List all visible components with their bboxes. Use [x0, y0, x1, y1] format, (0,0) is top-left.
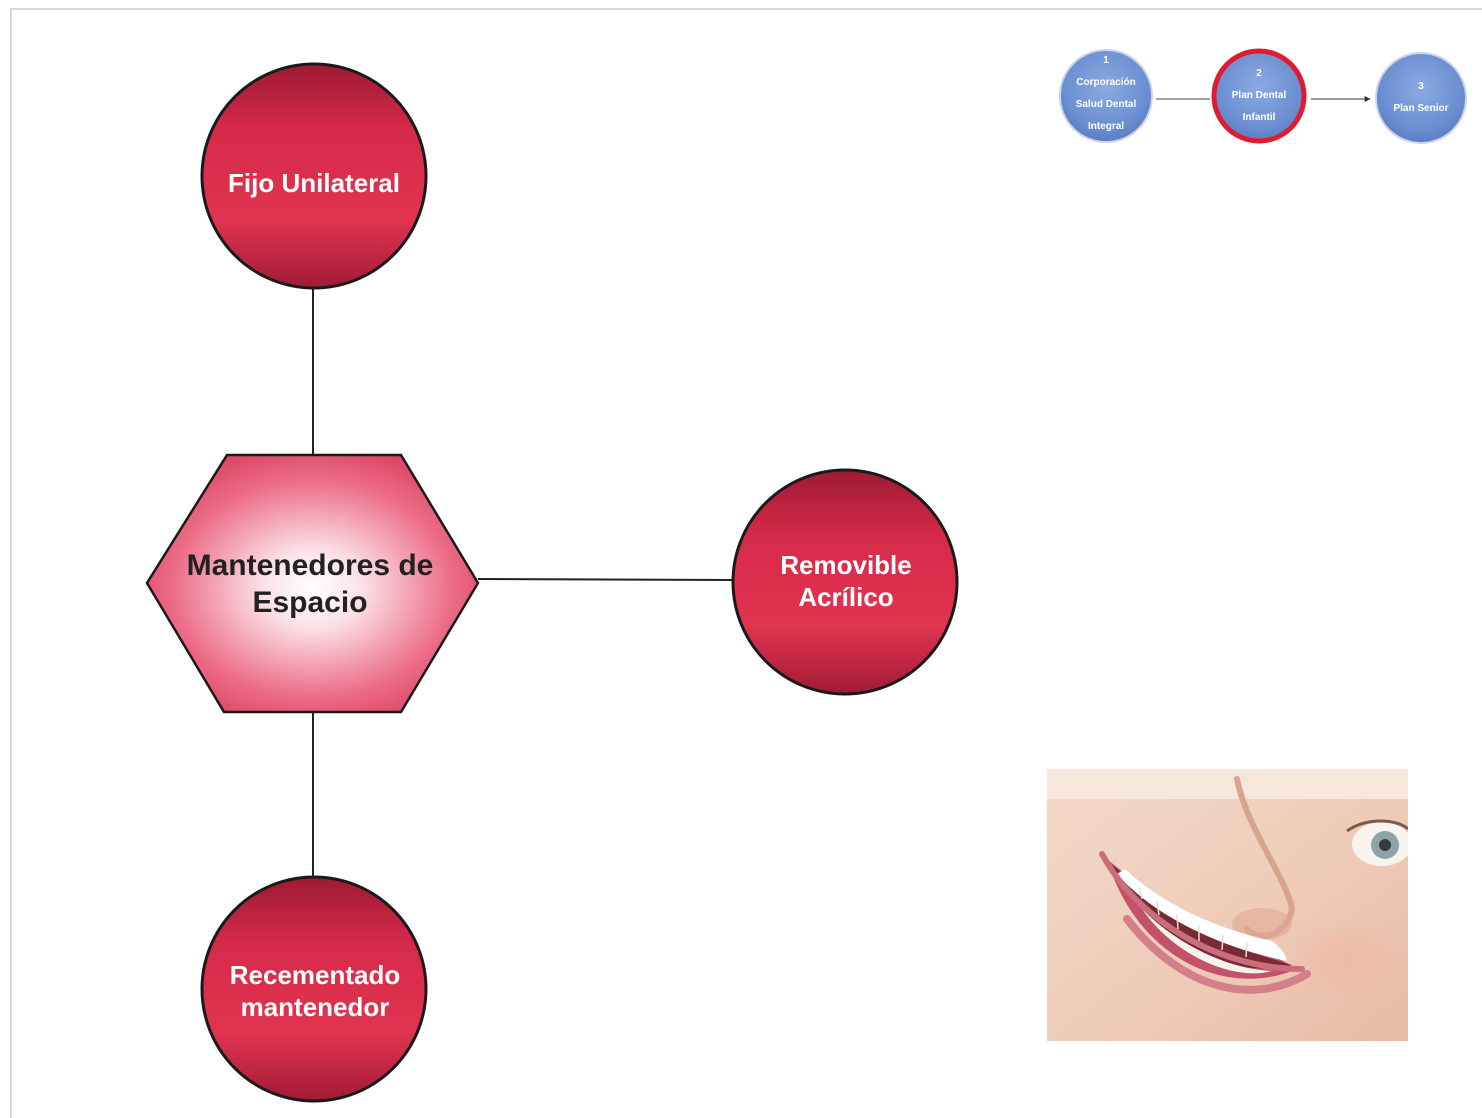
step-2-line-2: Infantil — [1243, 107, 1276, 129]
step-1[interactable]: 1 Corporación Salud Dental Integral — [1062, 48, 1150, 140]
step-2-number: 2 — [1256, 63, 1262, 85]
step-2-line-1: Plan Dental — [1232, 85, 1286, 107]
smile-photo — [1047, 769, 1408, 1041]
step-3[interactable]: 3 Plan Senior — [1377, 62, 1465, 134]
step-1-line-1: Corporación — [1076, 72, 1135, 94]
connector-right — [478, 579, 733, 580]
step-1-line-3: Integral — [1088, 116, 1124, 138]
node-label-bottom: Recementado mantenedor — [220, 948, 410, 1034]
step-2[interactable]: 2 Plan Dental Infantil — [1215, 50, 1303, 142]
node-label-right: Removible Acrílico — [758, 538, 934, 624]
node-label-top: Fijo Unilateral — [214, 150, 414, 216]
step-1-line-2: Salud Dental — [1076, 94, 1137, 116]
step-1-number: 1 — [1103, 50, 1109, 72]
step-3-line-1: Plan Senior — [1393, 98, 1448, 120]
center-label: Mantenedores de Espacio — [165, 538, 455, 630]
step-3-number: 3 — [1418, 76, 1424, 98]
